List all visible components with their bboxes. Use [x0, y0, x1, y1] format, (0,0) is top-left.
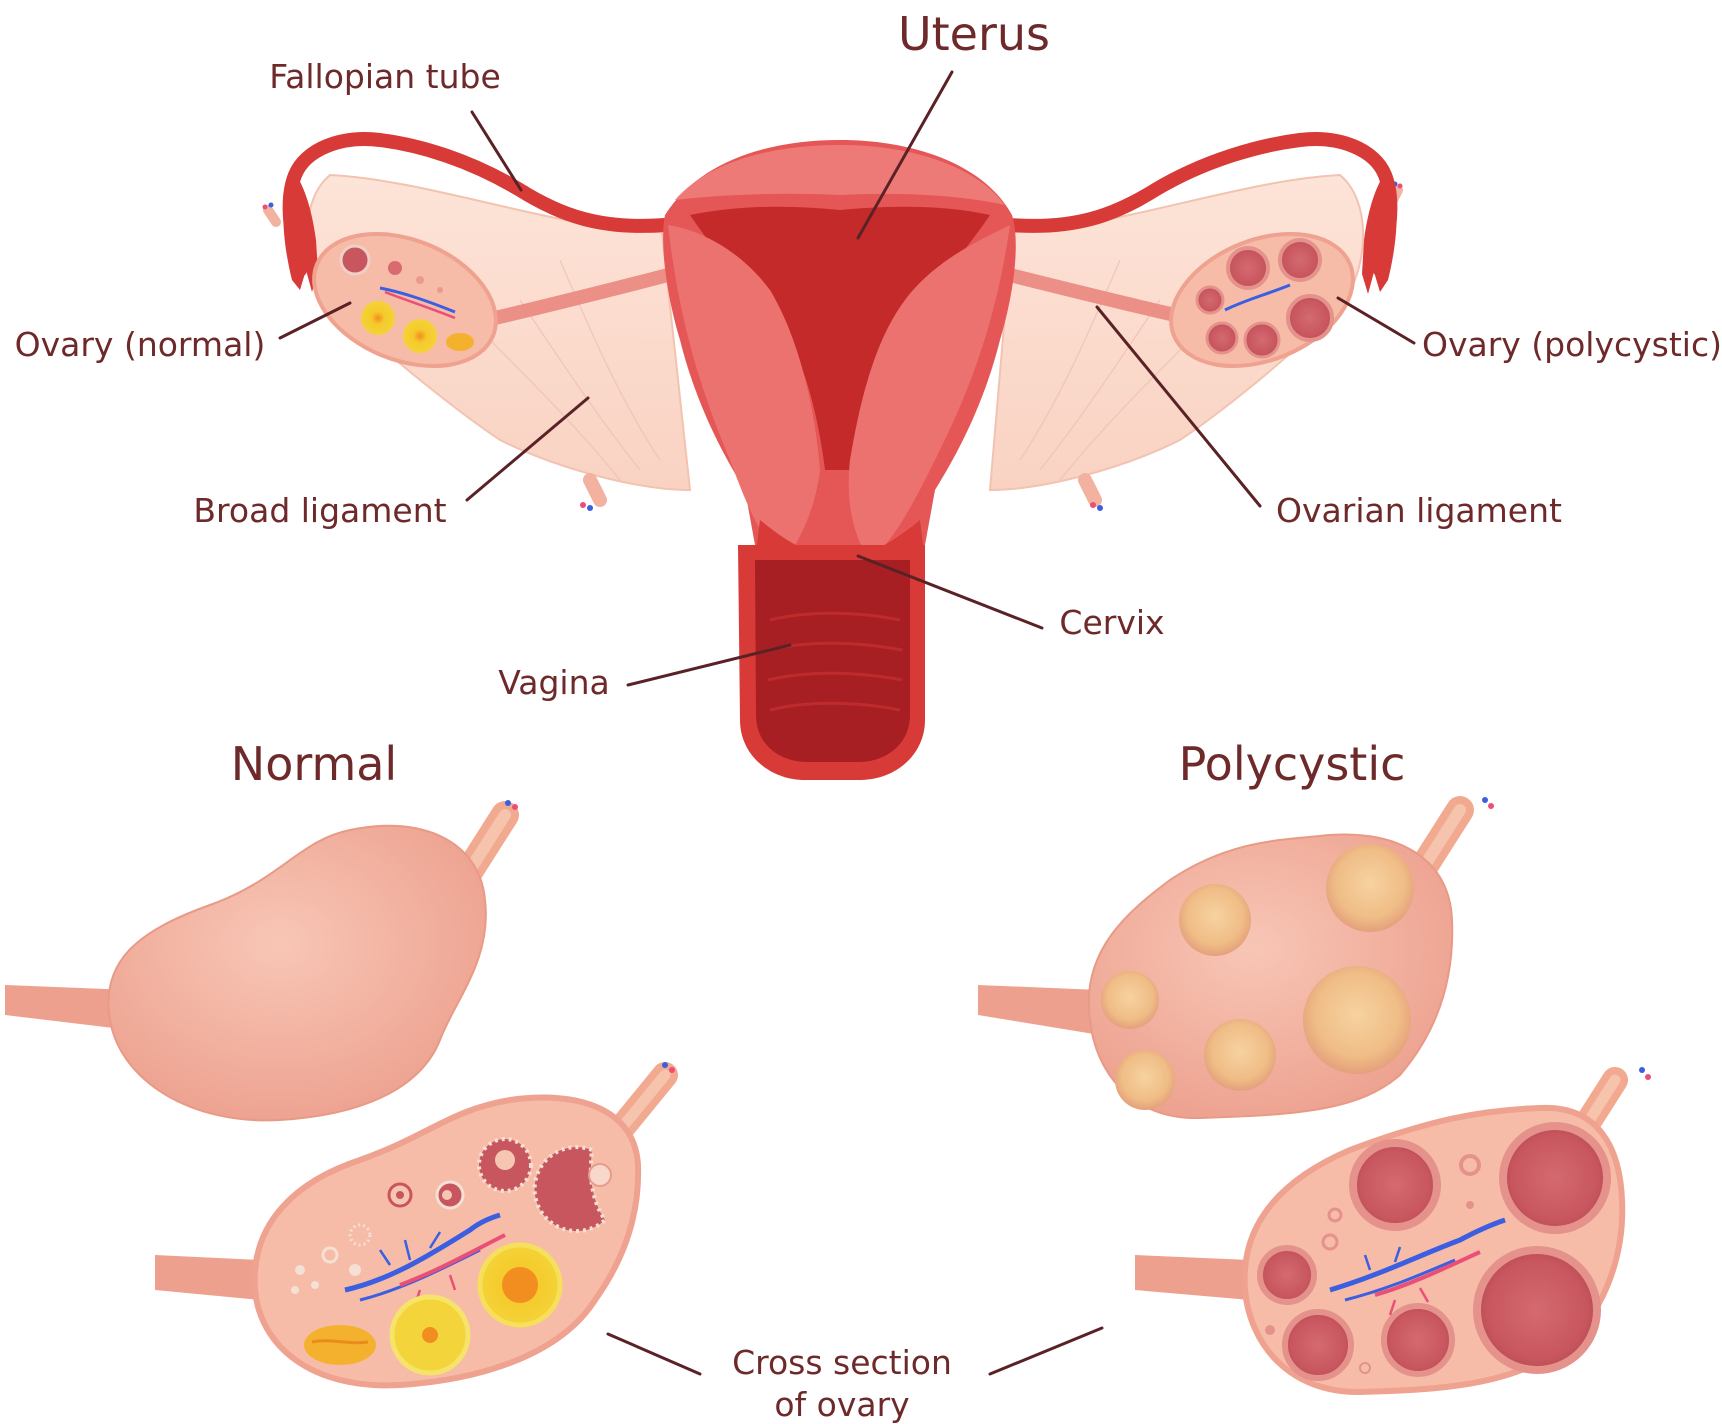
label-cross-section-line1: Cross section [732, 1343, 952, 1382]
normal-ovary-external [5, 800, 518, 1120]
label-fallopian-tube: Fallopian tube [269, 57, 501, 96]
fallopian-tube-right-fimbriae [1362, 178, 1397, 294]
leader-ovary-polycystic [1338, 298, 1414, 343]
label-broad-ligament: Broad ligament [193, 491, 446, 530]
label-ovary-polycystic: Ovary (polycystic) [1422, 325, 1722, 364]
uterus-system [263, 139, 1403, 780]
label-ovarian-ligament: Ovarian ligament [1276, 491, 1562, 530]
vagina-inner [755, 560, 910, 762]
leader-cross-section-right [990, 1328, 1102, 1374]
label-vagina: Vagina [498, 663, 610, 702]
label-cervix: Cervix [1059, 603, 1164, 642]
polycystic-ovary-external [978, 797, 1494, 1118]
label-polycystic: Polycystic [1179, 737, 1406, 791]
label-cross-section-line2: of ovary [774, 1385, 909, 1424]
label-uterus: Uterus [898, 7, 1050, 61]
label-normal: Normal [231, 737, 397, 791]
label-ovary-normal: Ovary (normal) [15, 325, 266, 364]
leader-cross-section-left [608, 1334, 700, 1374]
